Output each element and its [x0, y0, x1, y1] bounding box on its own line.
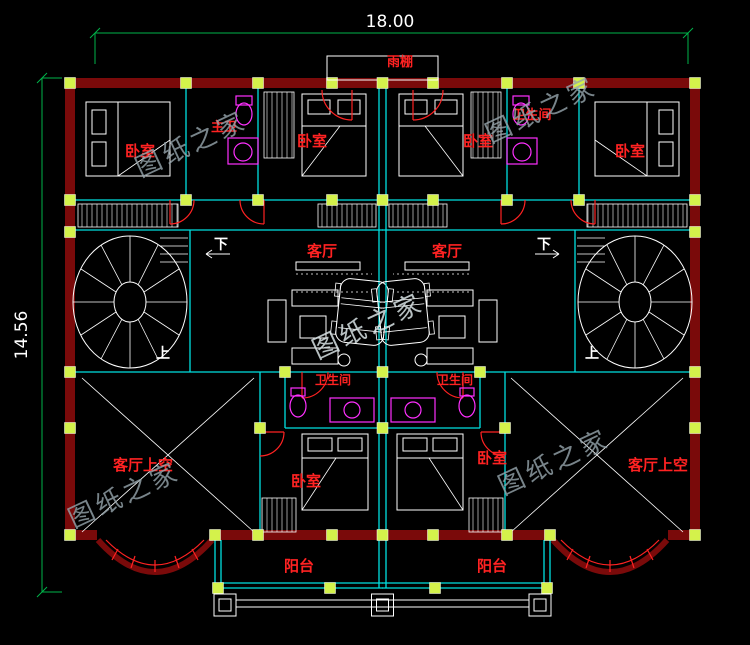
watermark-text: 图纸之家 — [494, 424, 615, 502]
dimension-top: 18.00 — [89, 12, 694, 64]
center-elements — [321, 55, 444, 617]
label-bathroom-mid-left: 卫生间 — [315, 372, 351, 387]
label-canopy: 雨棚 — [387, 54, 413, 70]
entry-door — [321, 89, 353, 121]
label-balcony-right: 阳台 — [477, 557, 507, 575]
unit-right-geometry — [371, 78, 701, 617]
porch-post — [213, 593, 383, 617]
sofa-set — [267, 261, 372, 367]
label-stair-up-right: 上 — [585, 346, 599, 362]
unit-left-geometry — [64, 77, 394, 617]
label-stair-down-right: 下 — [537, 237, 551, 253]
label-bedroom-4: 卧室 — [615, 142, 645, 160]
label-living-void-left: 客厅上空 — [112, 456, 173, 474]
staircase — [72, 235, 230, 369]
label-stair-down-left: 下 — [214, 237, 228, 253]
bathroom-fixtures — [289, 387, 375, 423]
label-master-bath: 主卫 — [211, 119, 237, 135]
structural-columns — [64, 77, 338, 594]
label-bathroom-mid-right: 卫生间 — [437, 372, 473, 387]
wardrobe — [77, 203, 179, 228]
label-living-right: 客厅 — [431, 242, 462, 260]
label-bathroom-top: 卫生间 — [512, 107, 551, 123]
room-labels: 雨棚 主卫 卫生间 卧室 卧室 卧室 卧室 客厅 客厅 卫生间 卫生间 卧室 卧… — [112, 54, 688, 575]
canopy-outline — [326, 55, 439, 81]
dimension-height-value: 14.56 — [12, 311, 32, 360]
doors — [169, 199, 329, 457]
label-bedroom-1: 卧室 — [125, 142, 155, 160]
bed — [301, 433, 369, 511]
label-balcony-left: 阳台 — [284, 557, 314, 575]
label-bedroom-3: 卧室 — [463, 132, 493, 150]
wardrobe — [263, 91, 295, 159]
entry-door — [412, 89, 444, 121]
dimension-left: 14.56 — [12, 72, 62, 598]
bed — [301, 93, 367, 177]
label-bedroom-5: 卧室 — [291, 472, 321, 490]
porch-post — [371, 593, 394, 617]
wardrobe — [317, 203, 377, 228]
label-living-left: 客厅 — [306, 242, 337, 260]
label-stair-up-left: 上 — [156, 346, 170, 362]
label-living-void-right: 客厅上空 — [627, 456, 688, 474]
bathroom-fixtures — [227, 95, 259, 165]
wardrobe — [261, 497, 297, 533]
bed — [85, 101, 171, 177]
label-bedroom-2: 卧室 — [297, 132, 327, 150]
dimension-width-value: 18.00 — [366, 12, 415, 32]
label-bedroom-6: 卧室 — [477, 449, 507, 467]
